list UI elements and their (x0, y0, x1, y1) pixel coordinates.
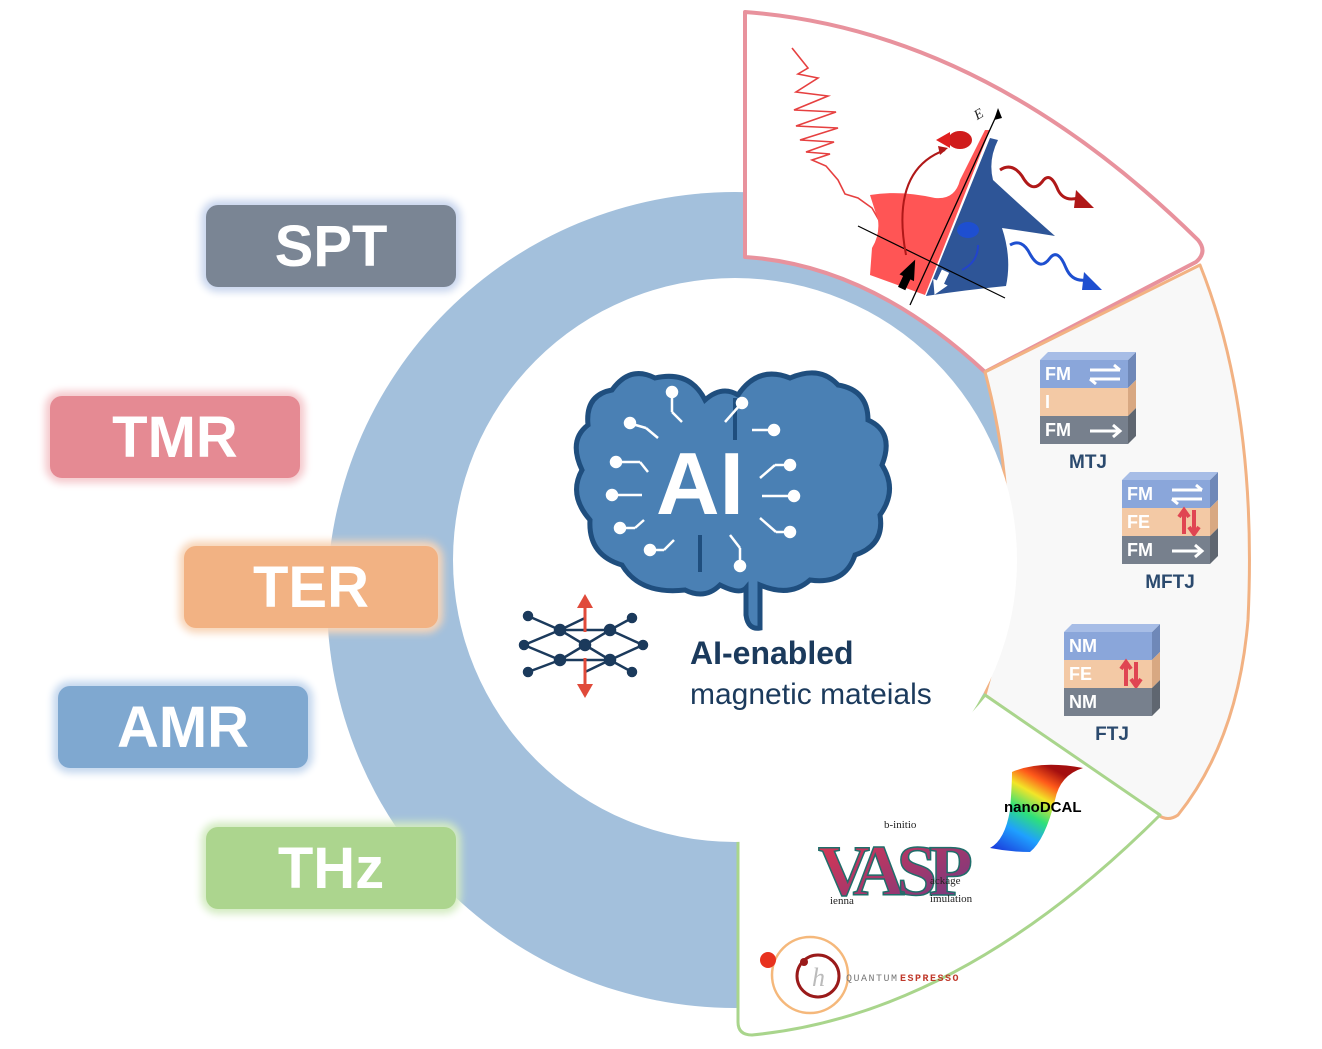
laser-pulse-icon (791, 47, 881, 223)
energy-axis-arrow (994, 108, 1002, 120)
tag-spt: SPT (206, 205, 456, 287)
nanodcal-text: nanoDCAL (1004, 799, 1082, 816)
svg-text:h: h (812, 963, 825, 992)
ai-brain-icon: AI (573, 370, 892, 631)
device-name: FTJ (1095, 724, 1129, 745)
nanodcal-logo: nanoDCAL (990, 764, 1083, 852)
layer-label: FM (1127, 540, 1153, 560)
layer-i (1040, 388, 1128, 416)
device-name: MFTJ (1145, 572, 1195, 593)
device-stacks: FM I FM MTJ FM FE FM MFTJ NM FE NM FTJ (1040, 352, 1218, 745)
spin-down-dos-fill (926, 138, 1055, 296)
vasp-vienna: ienna (830, 895, 854, 907)
layer-label: FM (1127, 484, 1153, 504)
device-mftj: FM FE FM MFTJ (1122, 472, 1218, 593)
vasp-logo: VASP b-initio ackage imulation ienna (817, 819, 979, 912)
excitation-arrow (901, 149, 946, 256)
center-title-line2: magnetic mateials (690, 678, 932, 711)
emission-wave-blue (1009, 241, 1087, 282)
layer-label: FM (1045, 364, 1071, 384)
spin-down-arrow-icon (933, 269, 950, 295)
vasp-ab-initio: b-initio (884, 819, 917, 831)
magnetic-lattice-icon (518, 610, 649, 678)
spin-up-arrow-icon (898, 259, 916, 291)
layer-label: NM (1069, 692, 1097, 712)
layer-label: FM (1045, 420, 1071, 440)
brain-ai-text: AI (656, 434, 744, 533)
spin-down-electron-icon (957, 222, 979, 238)
quantum-espresso-logo: h QUANTUM ESPRESSO (760, 935, 960, 1015)
qe-quantum: QUANTUM (846, 974, 899, 985)
spin-up-dos (870, 130, 990, 295)
layer-label: FE (1069, 664, 1092, 684)
device-ftj: NM FE NM FTJ (1064, 624, 1160, 745)
layer-label: I (1045, 392, 1050, 412)
vasp-simulation: imulation (930, 893, 973, 905)
layer-fm (1122, 480, 1210, 508)
emission-wave-red (999, 165, 1079, 201)
spin-arrows-icon (577, 594, 593, 698)
vasp-package: ackage (930, 875, 961, 887)
tag-tmr: TMR (50, 396, 300, 478)
nanodcal-surface (990, 764, 1083, 852)
device-name: MTJ (1069, 452, 1107, 473)
vasp-big-text: VASP (818, 831, 971, 911)
layer-nm (1064, 688, 1152, 716)
spin-up-electron-icon (948, 131, 972, 149)
center-title-line1: AI-enabled (690, 635, 854, 671)
tag-ter: TER (184, 546, 438, 628)
layer-label: FE (1127, 512, 1150, 532)
qe-espresso: ESPRESSO (900, 974, 960, 985)
layer-label: NM (1069, 636, 1097, 656)
tag-amr: AMR (58, 686, 308, 768)
fermi-level-line (857, 225, 1006, 299)
energy-axis (909, 111, 999, 306)
layer-fm (1040, 360, 1128, 388)
layer-nm (1064, 632, 1152, 660)
tag-thz: THz (206, 827, 456, 909)
circuit-lines (605, 385, 801, 573)
spin-illustration: E (791, 47, 1102, 306)
device-mtj: FM I FM MTJ (1040, 352, 1136, 473)
